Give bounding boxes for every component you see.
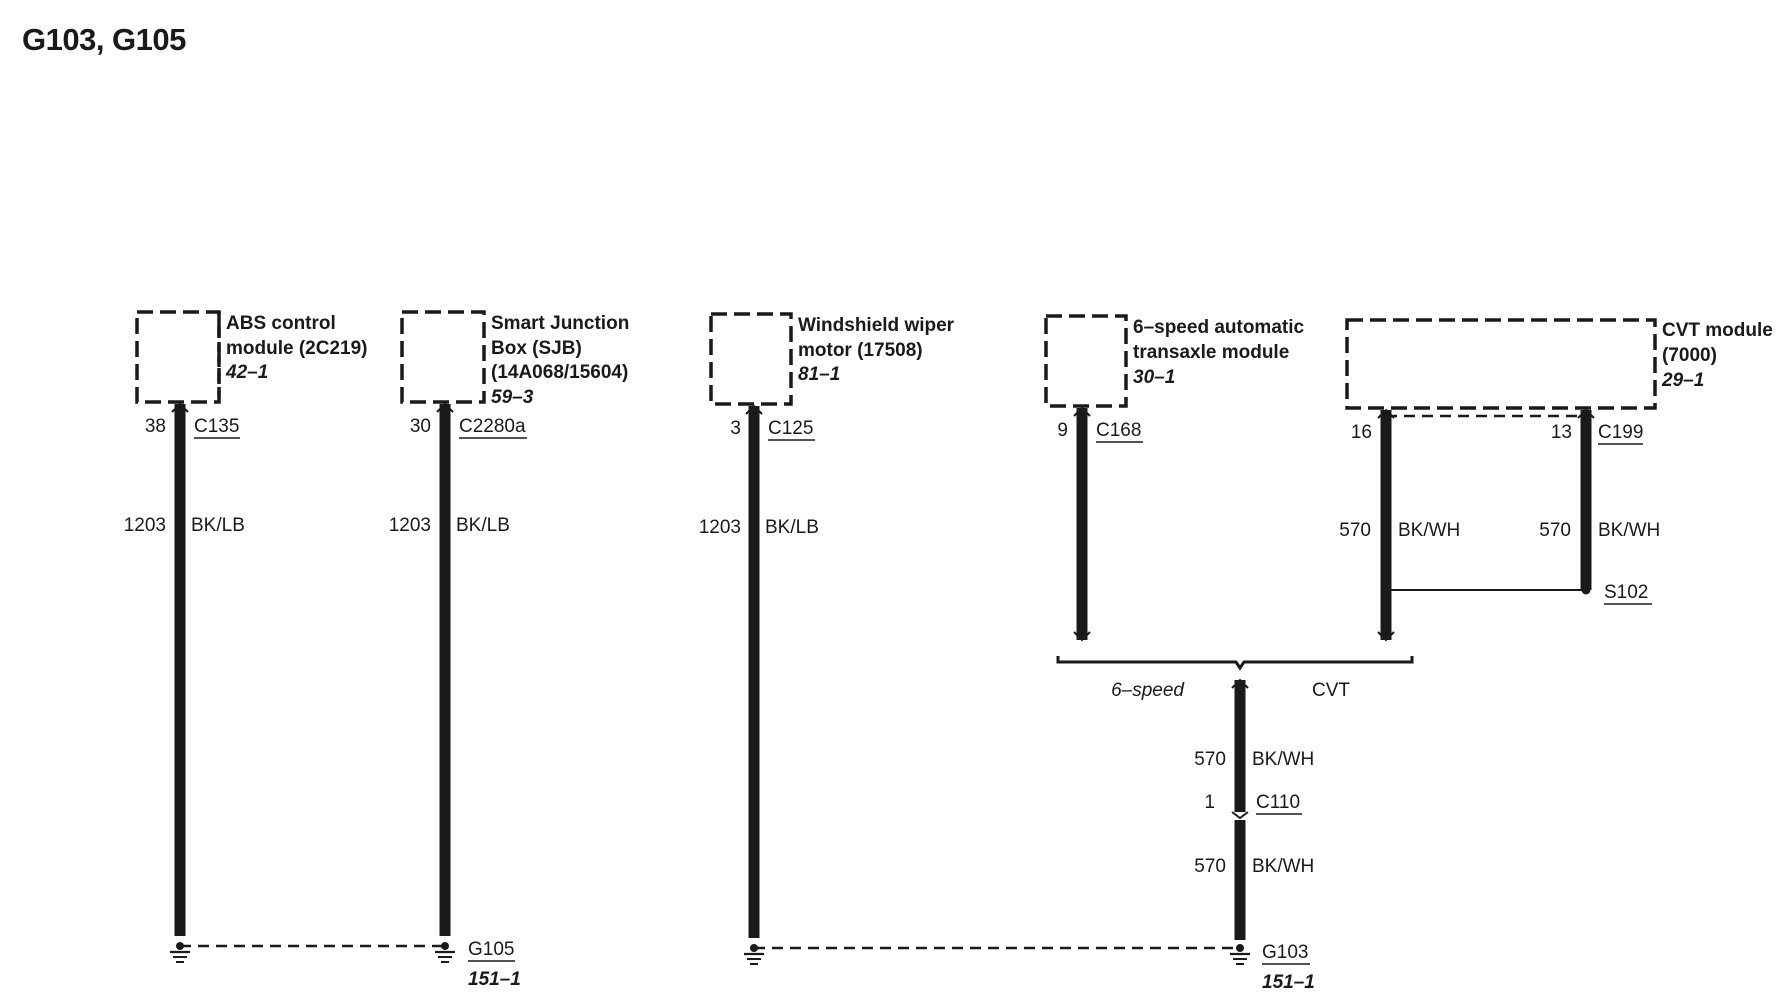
c125-pin: 3 <box>730 418 741 439</box>
cvt-ref: 29–1 <box>1661 370 1704 391</box>
trans6-ref: 30–1 <box>1133 367 1175 388</box>
wire-upper-color: BK/WH <box>1252 749 1314 770</box>
wire-wiper-arrow <box>745 404 763 415</box>
sjb-label-1: Smart Junction <box>491 313 629 334</box>
wiper-module-box <box>709 312 793 406</box>
splice-s102-name: S102 <box>1604 582 1648 603</box>
sjb-label-2: Box (SJB) <box>491 338 582 359</box>
wire-cvt-left-color: BK/WH <box>1398 520 1460 541</box>
abs-module-box <box>135 310 221 404</box>
connector-c125[interactable]: 3 C125 <box>730 418 815 441</box>
wire-cvt-right-circuit: 570 <box>1539 520 1571 541</box>
page-title: G103, G105 <box>22 22 186 57</box>
wire-abs-circuit: 1203 <box>124 515 166 536</box>
option-6speed: 6–speed <box>1111 680 1185 701</box>
ground-g105-ref: 151–1 <box>468 969 521 990</box>
c2280a-name: C2280a <box>459 416 526 437</box>
trans6-label-2: transaxle module <box>1133 342 1289 363</box>
c2280a-pin: 30 <box>410 416 431 437</box>
c168-pin: 9 <box>1057 420 1068 441</box>
connector-c135[interactable]: 38 C135 <box>145 416 240 439</box>
wire-trans6-arrow-bottom <box>1073 631 1091 642</box>
abs-module-label-1: ABS control <box>226 313 336 334</box>
option-cvt: CVT <box>1312 680 1350 701</box>
wiper-module[interactable]: Windshield wiper motor (17508) 81–1 <box>709 312 955 406</box>
wire-lower-color: BK/WH <box>1252 856 1314 877</box>
trans6-module-box <box>1044 314 1128 408</box>
c110-arrow <box>1231 811 1249 820</box>
wire-sjb-color: BK/LB <box>456 515 510 536</box>
wire-trans6[interactable] <box>1073 406 1091 642</box>
wire-cvt-right-arrow <box>1577 408 1595 419</box>
ground-g105[interactable]: G105 151–1 <box>435 939 521 990</box>
wire-upper-arrow-top <box>1231 678 1249 689</box>
c199-pin-left: 16 <box>1351 422 1372 443</box>
ground-g103[interactable]: G103 151–1 <box>1230 942 1315 993</box>
abs-module-label-2: module (2C219) <box>226 338 367 359</box>
c199-pin-right: 13 <box>1551 422 1572 443</box>
wire-wiper[interactable]: 1203 BK/LB <box>699 404 819 938</box>
option-bracket: 6–speed CVT <box>1056 656 1414 701</box>
connector-c168[interactable]: 9 C168 <box>1057 420 1143 443</box>
wire-upper[interactable]: 570 BK/WH <box>1194 678 1314 812</box>
connector-c199[interactable]: 16 13 C199 <box>1351 422 1644 445</box>
wire-upper-circuit: 570 <box>1194 749 1226 770</box>
wire-lower-circuit: 570 <box>1194 856 1226 877</box>
c168-name: C168 <box>1096 420 1141 441</box>
sjb-module[interactable]: Smart Junction Box (SJB) (14A068/15604) … <box>400 310 629 408</box>
c135-pin: 38 <box>145 416 166 437</box>
wire-abs-arrow <box>171 402 189 413</box>
ground-g105-name: G105 <box>468 939 514 960</box>
c125-name: C125 <box>768 418 813 439</box>
wiper-ref: 81–1 <box>798 364 840 385</box>
c135-name: C135 <box>194 416 239 437</box>
cvt-label-1: CVT module <box>1662 320 1773 341</box>
wire-wiper-color: BK/LB <box>765 517 819 538</box>
wire-lower[interactable]: 570 BK/WH <box>1194 820 1314 940</box>
cvt-module-box <box>1345 318 1657 410</box>
wire-sjb[interactable]: 1203 BK/LB <box>389 402 510 936</box>
ground-g105-symbol-left <box>170 942 190 963</box>
wire-abs[interactable]: 1203 BK/LB <box>124 402 245 936</box>
wire-cvt-right[interactable]: 570 BK/WH <box>1539 408 1660 590</box>
trans6-label-1: 6–speed automatic <box>1133 317 1304 338</box>
ground-g103-name: G103 <box>1262 942 1308 963</box>
wire-wiper-circuit: 1203 <box>699 517 741 538</box>
splice-s102[interactable]: S102 <box>1381 582 1653 605</box>
sjb-label-3: (14A068/15604) <box>491 362 628 383</box>
ground-g103-symbol-left <box>744 944 764 965</box>
wiper-label-2: motor (17508) <box>798 340 923 361</box>
wire-cvt-left-circuit: 570 <box>1339 520 1371 541</box>
sjb-module-box <box>400 310 486 404</box>
wire-sjb-arrow <box>436 402 454 413</box>
wiper-label-1: Windshield wiper <box>798 315 955 336</box>
sjb-ref: 59–3 <box>491 387 534 408</box>
wire-cvt-left[interactable]: 570 BK/WH <box>1339 408 1460 642</box>
c110-pin: 1 <box>1204 792 1215 813</box>
connector-c2280a[interactable]: 30 C2280a <box>410 416 527 439</box>
abs-module[interactable]: ABS control module (2C219) 42–1 <box>135 310 367 404</box>
cvt-label-2: (7000) <box>1662 345 1717 366</box>
abs-module-ref: 42–1 <box>225 362 268 383</box>
ground-g103-ref: 151–1 <box>1262 972 1315 993</box>
wire-cvt-left-arrow-top <box>1377 408 1395 419</box>
cvt-module[interactable]: CVT module (7000) 29–1 <box>1345 318 1773 418</box>
connector-c110[interactable]: 1 C110 <box>1204 792 1302 820</box>
wire-trans6-arrow-top <box>1073 406 1091 417</box>
wire-abs-color: BK/LB <box>191 515 245 536</box>
wire-cvt-right-color: BK/WH <box>1598 520 1660 541</box>
wire-cvt-left-arrow-bottom <box>1377 631 1395 642</box>
trans6-module[interactable]: 6–speed automatic transaxle module 30–1 <box>1044 314 1304 408</box>
c110-name: C110 <box>1256 792 1300 813</box>
c199-name: C199 <box>1598 422 1643 443</box>
wire-sjb-circuit: 1203 <box>389 515 431 536</box>
